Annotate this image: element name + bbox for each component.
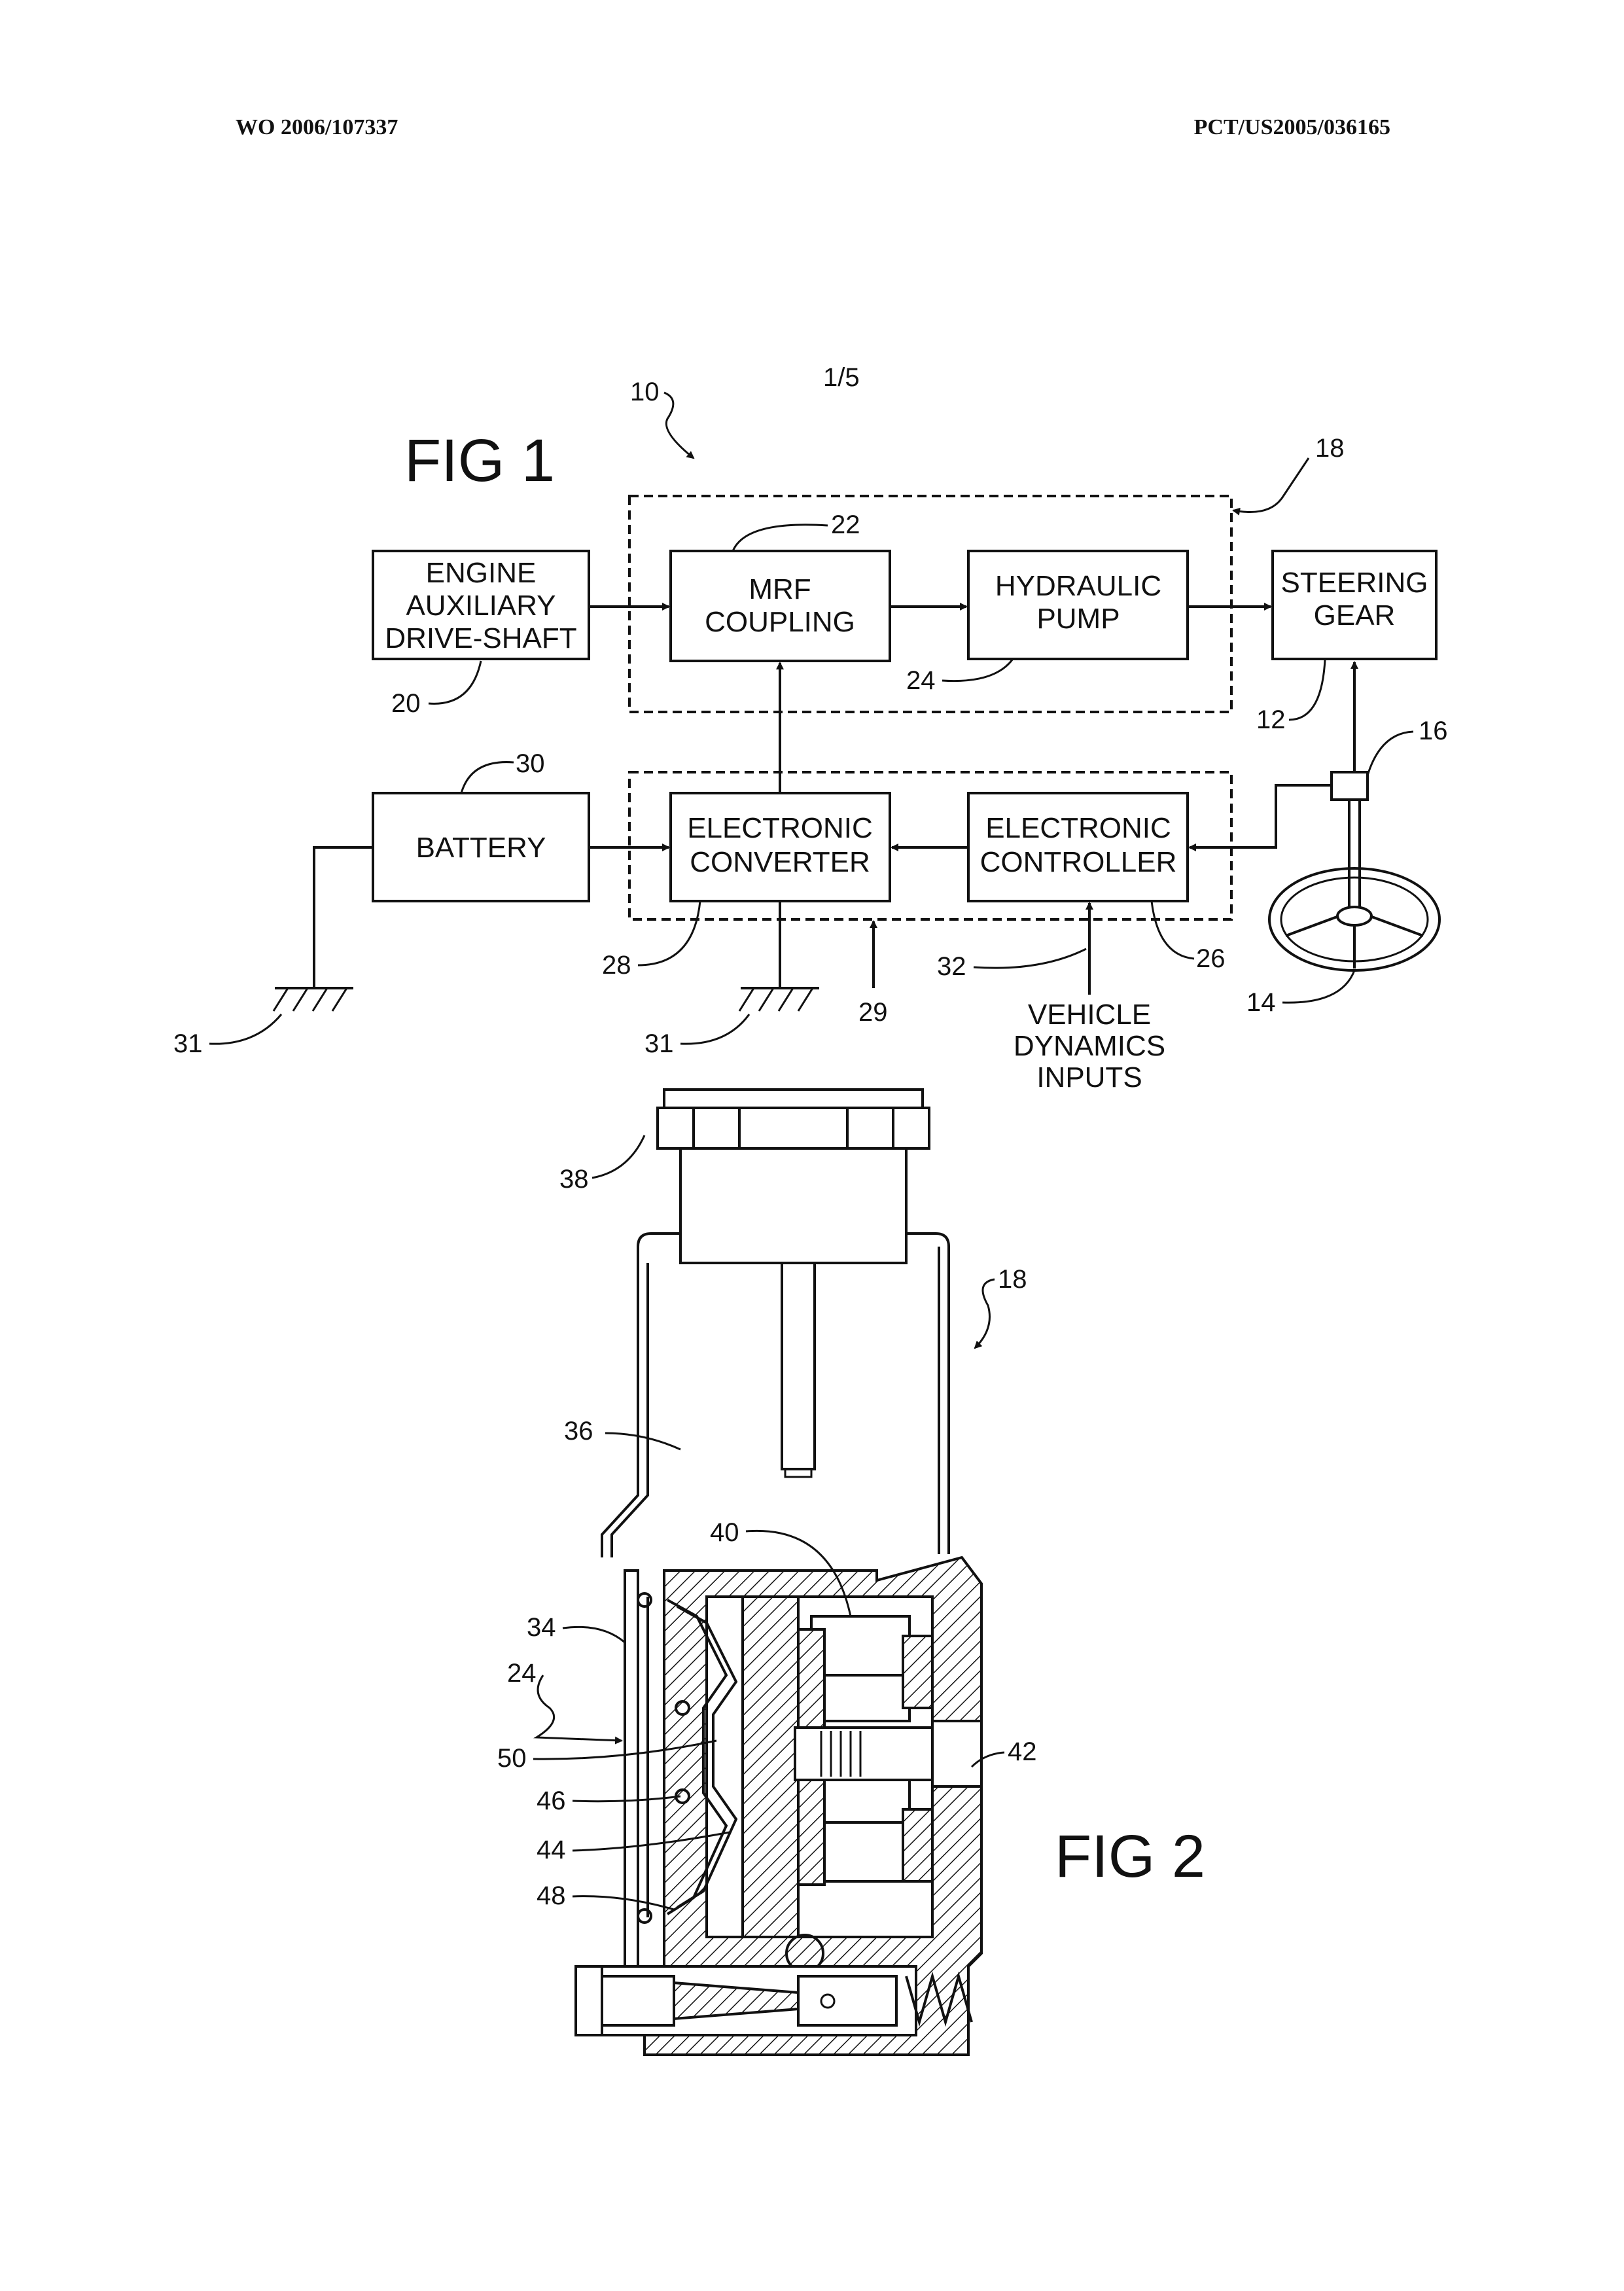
ref-31-left-leader (209, 1014, 281, 1044)
ref-48: 48 (537, 1881, 566, 1910)
ref-24-fig1: 24 (906, 666, 936, 695)
ref-42: 42 (1008, 1737, 1037, 1766)
bearing-upper (903, 1636, 932, 1708)
ref-12-leader (1289, 660, 1325, 720)
application-number: PCT/US2005/036165 (1194, 115, 1390, 139)
gear-upper-hatch (798, 1629, 824, 1734)
ref-31-center: 31 (644, 1029, 674, 1058)
ref-26-leader (1152, 901, 1194, 959)
pump-line-1: HYDRAULIC (995, 570, 1161, 602)
mrf-line-2: COUPLING (705, 606, 855, 638)
ground-hatch-left (274, 988, 347, 1011)
ref-30-leader (461, 762, 514, 793)
motor-body (680, 1148, 906, 1263)
ref-26: 26 (1196, 944, 1226, 973)
ref-30: 30 (516, 749, 545, 778)
ref-38-leader (592, 1135, 644, 1178)
pressure-plate (743, 1597, 798, 1937)
pump-line-2: PUMP (1036, 603, 1120, 635)
top-nut-cap (664, 1090, 923, 1108)
ref-18-leader (1233, 458, 1309, 512)
fig2-title: FIG 2 (1055, 1823, 1205, 1890)
inputs-line-1: VEHICLE (1028, 999, 1151, 1031)
ref-48-leader (573, 1896, 674, 1909)
converter-line-1: ELECTRONIC (687, 812, 873, 844)
ref-31-left: 31 (173, 1029, 203, 1058)
sheet-number: 1/5 (823, 363, 860, 392)
ref-46: 46 (537, 1786, 566, 1815)
fig1-block-diagram: FIG 1 10 18 ENGINE AUXILIARY DRIVE-SHAFT… (173, 378, 1448, 1093)
inputs-line-3: INPUTS (1036, 1061, 1142, 1093)
ref-38: 38 (559, 1165, 589, 1194)
ref-31-center-leader (680, 1014, 749, 1044)
ref-36-leader (605, 1433, 680, 1449)
shaft (782, 1263, 815, 1469)
steering-hub (1337, 907, 1371, 925)
ref-40: 40 (710, 1518, 739, 1547)
ref-50: 50 (497, 1744, 527, 1773)
ref-12: 12 (1256, 705, 1286, 734)
ref-18-fig1: 18 (1315, 434, 1345, 463)
controller-line-1: ELECTRONIC (985, 812, 1171, 844)
ref-14: 14 (1246, 988, 1276, 1017)
steering-line-1: STEERING (1281, 567, 1428, 599)
converter-line-2: CONVERTER (690, 846, 870, 878)
steering-line-2: GEAR (1314, 599, 1396, 631)
ref-28-leader (638, 901, 700, 965)
ref-24-fig2: 24 (507, 1659, 537, 1688)
ref-34: 34 (527, 1613, 556, 1642)
ref-16-leader (1368, 732, 1413, 775)
engine-line-1: ENGINE (426, 557, 537, 589)
ref-32-leader (974, 949, 1086, 968)
bearing-lower (903, 1809, 932, 1881)
ref-24-fig2-leader (537, 1675, 622, 1741)
controller-line-2: CONTROLLER (980, 846, 1177, 878)
ref-20: 20 (391, 689, 421, 718)
arrow-sensor-to-controller (1190, 785, 1332, 847)
ref-36: 36 (564, 1417, 593, 1446)
publication-number: WO 2006/107337 (236, 115, 398, 139)
ref-24-leader (942, 659, 1013, 681)
ref-28: 28 (602, 951, 631, 980)
gear-lower-hatch (798, 1780, 824, 1885)
engine-line-3: DRIVE-SHAFT (385, 622, 576, 654)
battery-ground-wire (314, 847, 373, 988)
battery-label: BATTERY (416, 832, 546, 864)
fig1-title: FIG 1 (404, 427, 555, 494)
ref-16: 16 (1419, 717, 1448, 745)
ref-22-leader (733, 525, 828, 551)
ref-29: 29 (858, 998, 888, 1027)
top-nut (658, 1108, 929, 1148)
reservoir-wall (625, 1571, 638, 2016)
ref-20-leader (429, 661, 481, 703)
ref-10-leader (664, 393, 694, 458)
ref-44: 44 (537, 1836, 566, 1864)
engine-line-2: AUXILIARY (406, 590, 556, 622)
ref-32: 32 (937, 952, 966, 981)
ref-18-fig2-leader (975, 1279, 995, 1348)
ref-14-leader (1282, 970, 1354, 1003)
housing-top (638, 1234, 949, 1554)
housing-left-wall (612, 1263, 648, 1557)
ref-system: 10 (630, 378, 660, 406)
ref-34-leader (563, 1627, 625, 1643)
mrf-line-1: MRF (749, 573, 811, 605)
torque-sensor-block (1332, 772, 1368, 800)
spline-shaft (795, 1728, 932, 1780)
ref-22: 22 (831, 510, 860, 539)
ref-18-fig2: 18 (998, 1265, 1027, 1294)
inputs-line-2: DYNAMICS (1014, 1030, 1165, 1062)
ground-hatch-center (739, 988, 813, 1011)
fig2-pump-cross-section: FIG 2 38 18 36 (497, 1090, 1205, 2055)
outlet-port (932, 1721, 981, 1786)
